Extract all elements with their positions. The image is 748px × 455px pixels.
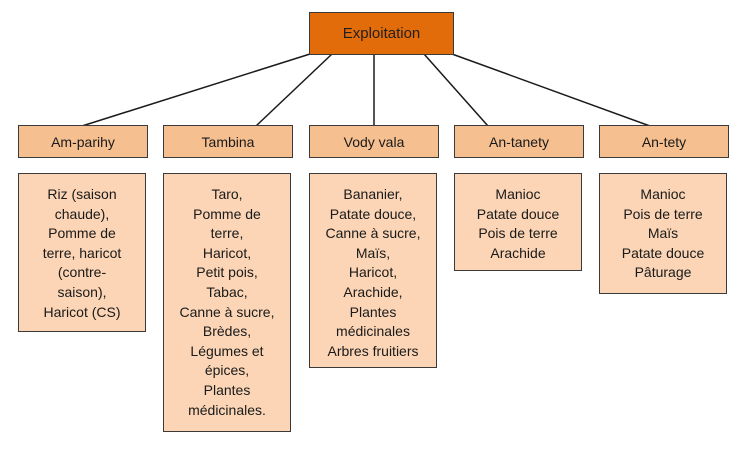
- crop-line: Tabac,: [206, 283, 248, 300]
- header-am-parihy: Am-parihy: [18, 125, 148, 158]
- connector-an-tanety: [423, 53, 489, 127]
- crop-line: Arachide,: [343, 283, 403, 300]
- crop-line: Patate douce: [621, 244, 705, 261]
- header-label: Vody vala: [343, 133, 405, 150]
- crop-line: Pomme de: [193, 205, 261, 222]
- connector-an-tety: [451, 53, 651, 127]
- crop-line: Pois de terre: [478, 225, 558, 242]
- root-label: Exploitation: [342, 25, 421, 42]
- crop-line: Plantes: [349, 303, 397, 320]
- crop-line: Arachide: [490, 244, 546, 261]
- header-tambina: Tambina: [163, 125, 293, 158]
- crop-line: Haricot,: [202, 244, 252, 261]
- crop-line: Haricot,: [348, 264, 398, 281]
- crop-line: Maïs: [647, 225, 679, 242]
- crops-box-vody-vala: Bananier, Patate douce, Canne à sucre, Maïs…: [309, 173, 437, 368]
- header-label: An-tanety: [489, 133, 549, 150]
- crop-line: Plantes: [203, 381, 251, 398]
- crop-line: saison),: [57, 283, 107, 300]
- crop-line: épices,: [204, 362, 250, 379]
- header-label: An-tety: [641, 133, 687, 150]
- crops-box-am-parihy: Riz (saison chaude), Pomme de terre, harico…: [18, 173, 146, 332]
- crop-line: Maïs,: [355, 244, 391, 261]
- crop-line: Brèdes,: [202, 323, 252, 340]
- crop-line: Petit pois,: [196, 264, 258, 281]
- header-an-tety: An-tety: [599, 125, 729, 158]
- crop-line: Pomme de: [48, 225, 116, 242]
- crop-line: Manioc: [495, 186, 541, 202]
- connector-tambina: [255, 53, 333, 127]
- header-an-tanety: An-tanety: [454, 125, 584, 158]
- crop-line: terre, haricot: [42, 244, 122, 261]
- crop-line: médicinales: [336, 323, 410, 340]
- header-label: Am-parihy: [51, 133, 115, 150]
- crop-line: chaude),: [54, 205, 110, 222]
- crops-box-tambina: Taro, Pomme de terre, Haricot, Petit pois, Ta…: [163, 173, 291, 432]
- crop-line: (contre-: [57, 264, 107, 281]
- connector-am-parihy: [81, 53, 311, 127]
- crop-line: Manioc: [640, 186, 686, 202]
- crop-line: Patate douce: [476, 205, 560, 222]
- crop-line: Bananier,: [343, 186, 403, 202]
- header-vody-vala: Vody vala: [309, 125, 439, 158]
- crop-line: Canne à sucre,: [179, 303, 275, 320]
- crop-line: Patate douce,: [329, 205, 417, 222]
- crop-line: médicinales.: [188, 401, 266, 418]
- crop-line: Pâturage: [634, 264, 692, 281]
- crop-line: Canne à sucre,: [325, 225, 421, 242]
- crop-line: Arbres fruitiers: [327, 342, 419, 359]
- crop-line: Légumes et: [190, 342, 264, 359]
- header-label: Tambina: [201, 133, 255, 150]
- crop-line: terre,: [210, 225, 244, 242]
- crop-line: Pois de terre: [623, 205, 703, 222]
- crop-line: Haricot (CS): [43, 303, 121, 320]
- crop-line: Riz (saison: [47, 186, 117, 202]
- root-node-exploitation: Exploitation: [309, 12, 454, 55]
- crop-line: Taro,: [211, 186, 243, 202]
